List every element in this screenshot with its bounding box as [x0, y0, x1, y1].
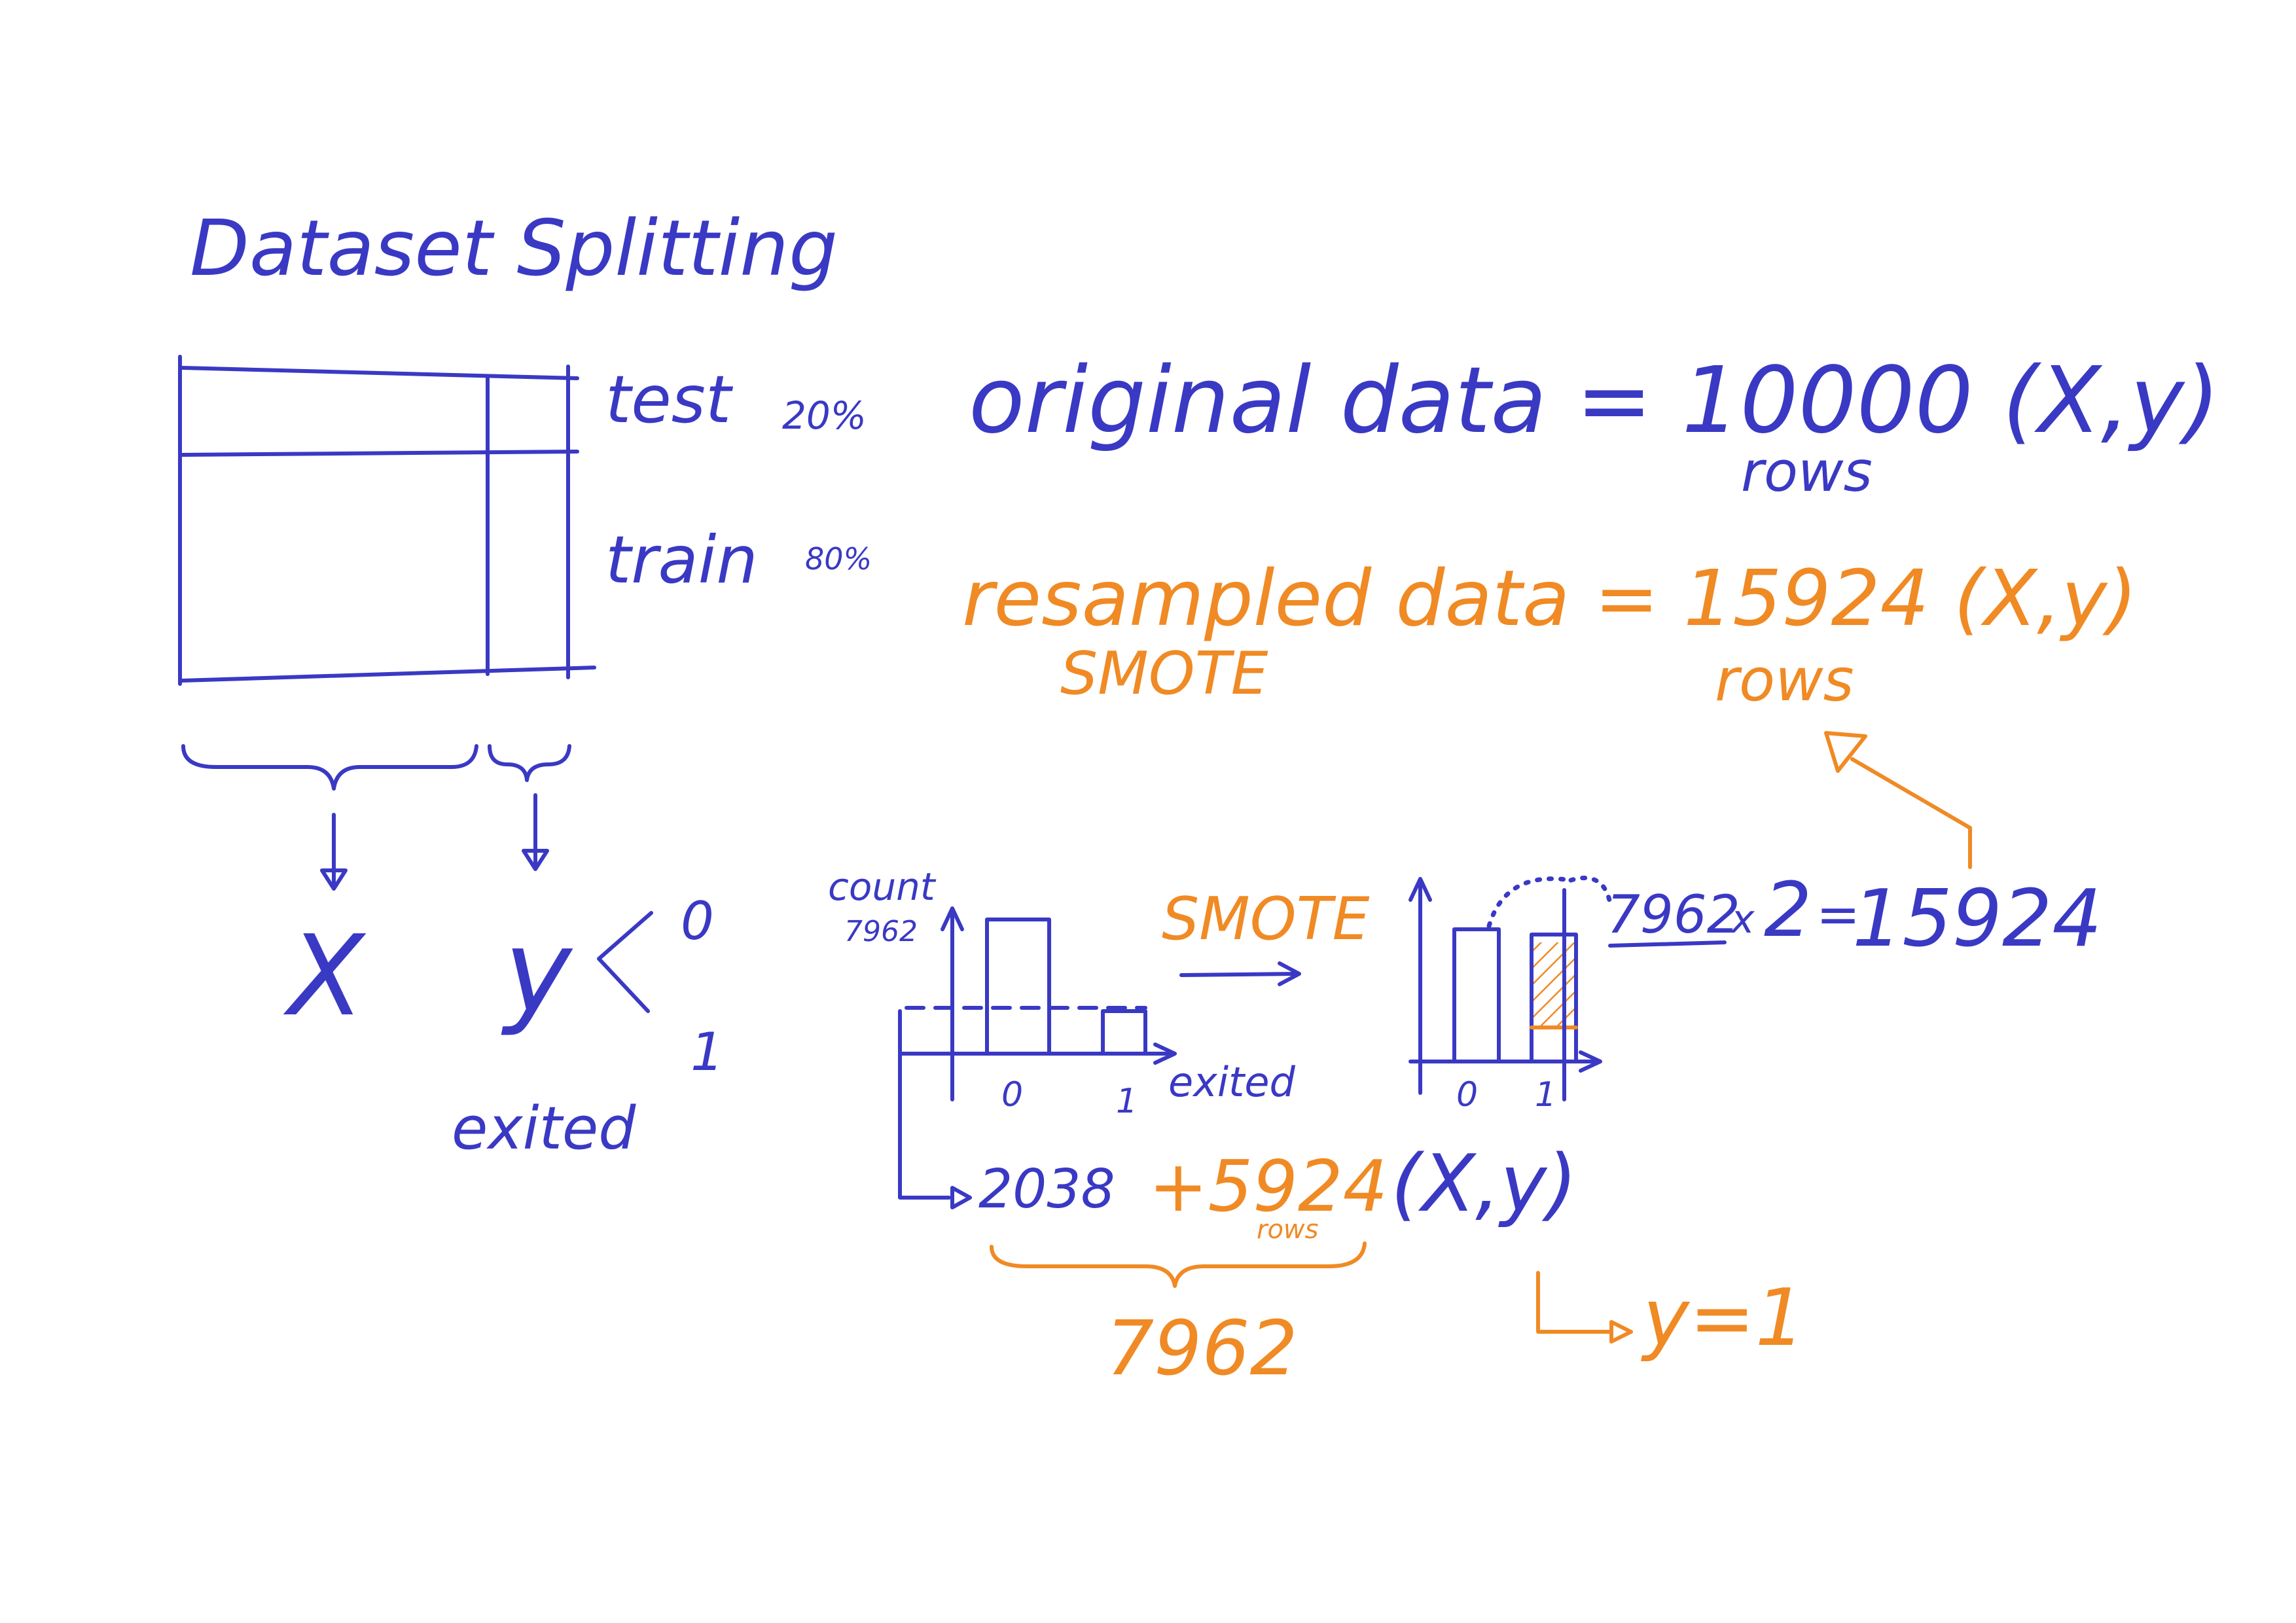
synthetic-rows-label: rows	[1257, 1215, 1318, 1245]
before-bar-class-0	[985, 918, 1051, 1056]
features-brace	[181, 744, 478, 791]
calc-factor: 2	[1764, 866, 1812, 954]
target-brace	[488, 744, 571, 782]
target-arrow	[522, 793, 549, 871]
calc-result: 15924	[1852, 874, 2102, 965]
smote-arrow-label: SMOTE	[1162, 885, 1370, 954]
test-percent: 20%	[782, 393, 867, 438]
synthetic-samples-hatch	[1532, 942, 1576, 1027]
sum-xy-label: (X,y)	[1391, 1139, 1577, 1230]
before-chart-xlabel: exited	[1168, 1058, 1296, 1106]
resampled-method-label: SMOTE	[1060, 639, 1268, 708]
after-smote-chart: 0 1	[1408, 876, 1613, 1115]
features-arrow	[320, 813, 348, 891]
before-xtick-0: 0	[1001, 1075, 1023, 1115]
after-xtick-0: 0	[1456, 1075, 1478, 1115]
before-chart-ylabel: count	[828, 865, 937, 909]
after-bar-class-0	[1452, 927, 1501, 1063]
train-percent: 80%	[805, 541, 872, 577]
original-rows-label: rows	[1741, 440, 1873, 505]
class-split-bracket	[597, 911, 653, 1013]
target-class-label: y=1	[1641, 1273, 1805, 1364]
original-data-text: original data = 10000 (X,y)	[969, 348, 2220, 454]
resampled-rows-label: rows	[1715, 646, 1854, 715]
calc-equals: =	[1816, 884, 1860, 945]
y-class-1: 1	[691, 1022, 724, 1082]
x-features-label: X	[283, 912, 367, 1041]
minority-count: 2038	[978, 1158, 1115, 1221]
train-label: train	[605, 522, 758, 598]
before-smote-chart: count 7962 0 1 exited	[828, 865, 1296, 1209]
total-brace	[990, 1241, 1367, 1288]
calc-times: x	[1730, 897, 1755, 942]
diagram-title: Dataset Splitting	[190, 203, 838, 293]
test-label: test	[605, 361, 734, 438]
smote-transform-arrow	[1179, 961, 1301, 986]
total-count: 7962	[1106, 1305, 1298, 1393]
y-class-0: 0	[681, 891, 714, 952]
y-caption-exited: exited	[452, 1094, 636, 1163]
after-bar-class-1	[1530, 933, 1578, 1063]
synthetic-count: +5924	[1149, 1146, 1388, 1228]
calc-base: 7962	[1607, 884, 1740, 945]
before-bar-class-1	[1101, 1009, 1147, 1056]
dataset-table	[178, 355, 596, 686]
before-chart-ytick: 7962	[844, 915, 918, 948]
before-xtick-1: 1	[1116, 1082, 1138, 1121]
result-pointer-arrow	[1824, 731, 1972, 869]
target-class-arrow	[1536, 1271, 1633, 1344]
y-target-label: y	[501, 906, 573, 1039]
oversampling-calculation: 7962 x 2 = 15924	[1607, 866, 2102, 965]
resampled-data-text: resampled data = 15924 (X,y)	[962, 553, 2137, 643]
after-xtick-1: 1	[1535, 1075, 1556, 1115]
